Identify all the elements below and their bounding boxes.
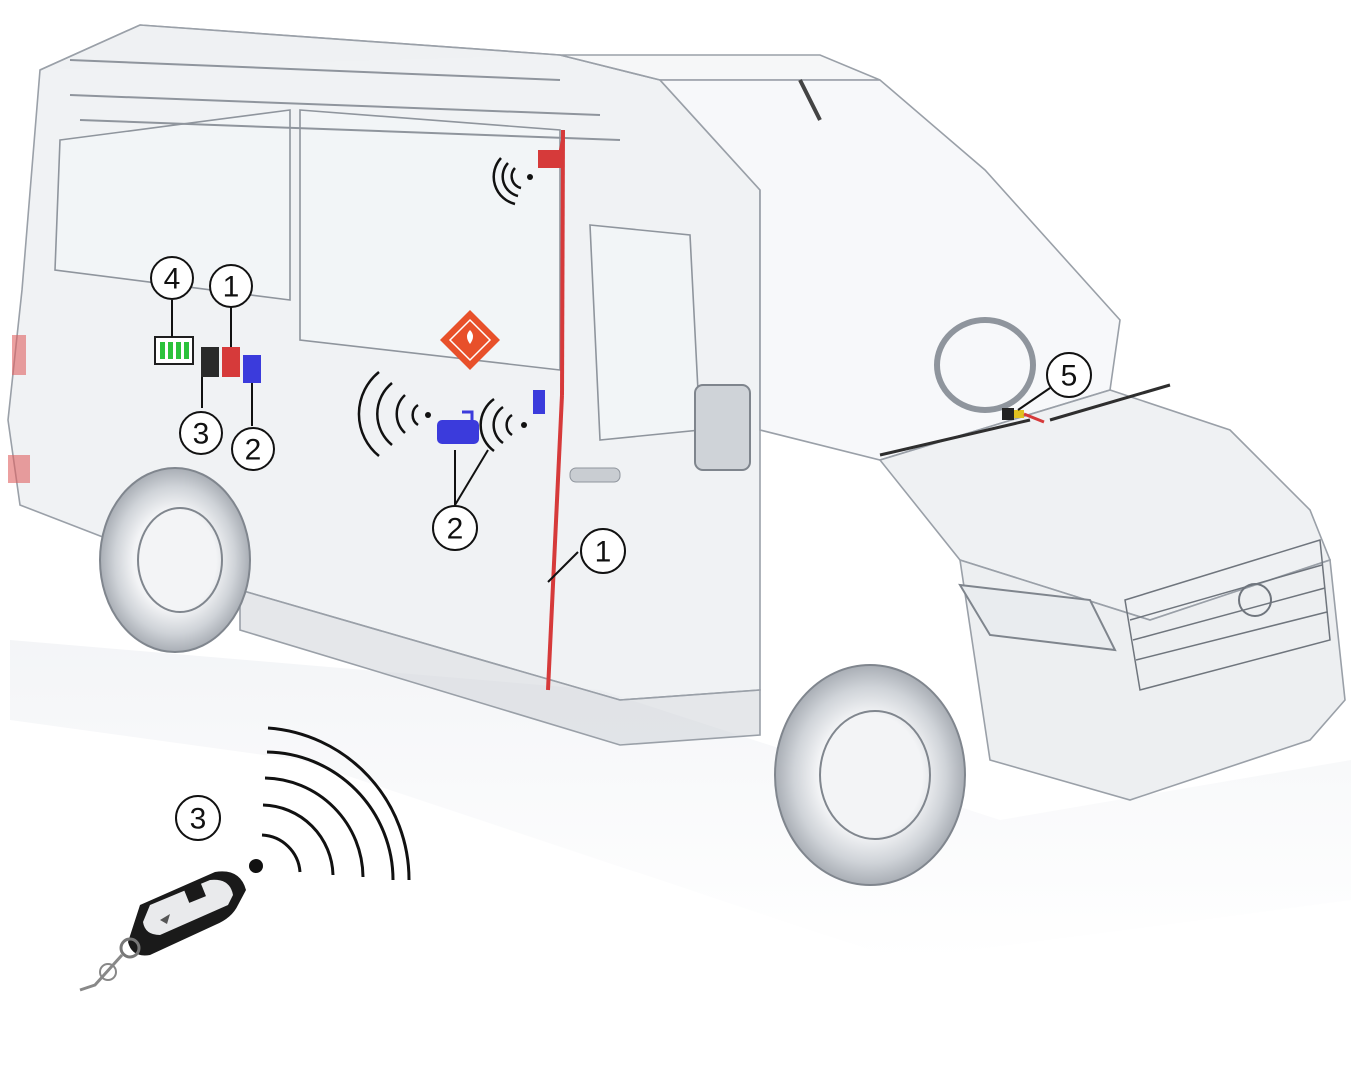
dark-receiver-module [201, 347, 219, 377]
svg-text:1: 1 [223, 271, 240, 304]
front-grille [1124, 539, 1331, 691]
front-wheel [774, 664, 966, 886]
interior-signal-waves-icon [357, 371, 419, 457]
callout-door-sensor: 2 [432, 505, 478, 551]
svg-text:2: 2 [447, 513, 464, 546]
remote-key-fob [79, 871, 246, 992]
side-mirror [694, 384, 751, 471]
leader-lines [171, 300, 1051, 583]
callout-blue-module: 2 [231, 427, 275, 471]
ground-shadow [10, 640, 1351, 960]
door-sensor-unit [437, 410, 479, 444]
rear-wheel [99, 467, 251, 653]
door-handle [569, 467, 621, 483]
roof-rails [69, 59, 621, 141]
flame-diamond-warning-icon [440, 310, 500, 370]
roof-siren-module [538, 150, 562, 168]
roof-signal-waves-icon [492, 157, 522, 206]
rear-light-upper [12, 335, 26, 375]
callout-wiring: 1 [580, 528, 626, 574]
svg-text:5: 5 [1061, 360, 1078, 393]
roof-signal-dot [527, 174, 533, 180]
callout-dark-module: 3 [179, 411, 223, 455]
svg-text:4: 4 [164, 263, 181, 296]
remote-signal-waves-icon [261, 726, 411, 881]
callout-remote: 3 [175, 795, 221, 841]
interior-signal-dot [425, 412, 431, 418]
wiper [879, 383, 1171, 457]
steering-wheel [934, 317, 1036, 413]
blue-sensor-module [243, 355, 261, 383]
rear-light-lower [8, 455, 30, 483]
callout-battery: 4 [150, 256, 194, 300]
svg-text:2: 2 [245, 434, 262, 467]
svg-text:1: 1 [595, 536, 612, 569]
svg-text:3: 3 [193, 418, 210, 451]
headlight [958, 583, 1117, 652]
door-signal-dot [521, 422, 527, 428]
pillar-blue-module [533, 390, 545, 414]
svg-text:3: 3 [190, 803, 207, 836]
antenna [798, 79, 822, 121]
battery-pack [154, 336, 194, 365]
dash-connector [1002, 408, 1045, 424]
callout-control-unit: 1 [209, 264, 253, 308]
red-control-unit [222, 347, 240, 377]
brand-logo-icon [1238, 583, 1272, 617]
door-signal-waves-icon [479, 397, 513, 453]
remote-signal-dot [249, 859, 263, 873]
callout-dash-connector: 5 [1046, 352, 1092, 398]
